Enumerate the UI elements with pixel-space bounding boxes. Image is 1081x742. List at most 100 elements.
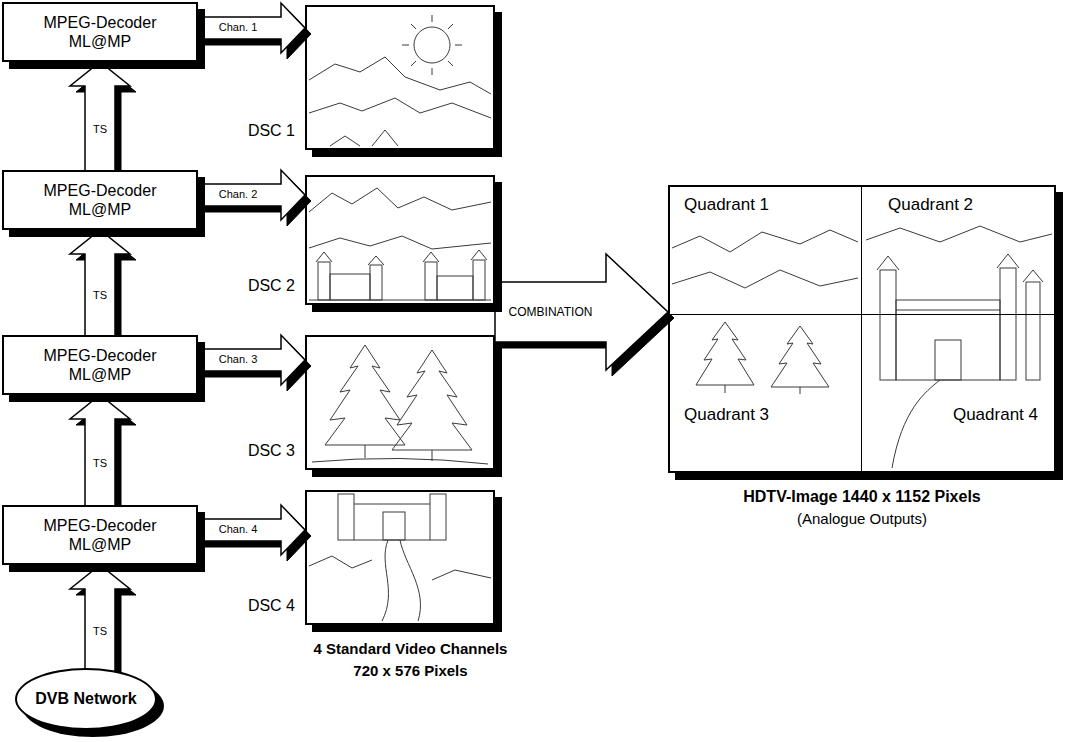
block-arrow <box>70 230 136 344</box>
quadrant: Quadrant 3 <box>670 315 862 471</box>
video-frame: DSC 3 <box>305 335 495 470</box>
sketch-stroke <box>309 57 491 94</box>
sketch-stroke <box>309 98 491 118</box>
sketch-stroke <box>383 512 405 540</box>
sketch-stroke <box>437 276 473 300</box>
decoder-label: MPEG-Decoder ML@MP <box>35 516 165 554</box>
sketch-stroke <box>425 262 437 300</box>
decoder-box: MPEG-Decoder ML@MP <box>2 170 198 230</box>
block-arrow <box>195 335 311 391</box>
frame-caption: HDTV-Image 1440 x 1152 Pixels <box>670 485 1054 508</box>
sketch-stroke <box>370 265 382 300</box>
sketch-stroke <box>318 262 330 300</box>
quadrant: Quadrant 4 <box>862 315 1054 471</box>
arrow-label: Chan. 1 <box>217 21 260 34</box>
block-arrow <box>70 395 136 514</box>
sketch-stroke <box>392 350 472 450</box>
arrow-label: TS <box>91 457 109 470</box>
sketch-stroke <box>330 274 370 300</box>
sketch-stroke <box>877 256 899 270</box>
arrow-label: Chan. 4 <box>217 523 260 536</box>
sketch-stroke <box>309 236 491 249</box>
sketch-stroke <box>896 310 1000 311</box>
arrow-body <box>70 230 130 338</box>
quadrant: Quadrant 2 <box>862 187 1054 315</box>
video-frame: DSC 2 <box>305 175 495 305</box>
video-frame: DSC 1 <box>305 5 495 150</box>
sketch-stroke <box>896 300 1000 380</box>
sketch-stroke <box>471 250 487 260</box>
caption-block: HDTV-Image 1440 x 1152 Pixels(Analogue O… <box>670 485 1054 530</box>
sketch-stroke <box>312 458 488 464</box>
sketch-stroke <box>382 540 420 621</box>
quadrant: Quadrant 1 <box>670 187 862 315</box>
sketch-stroke <box>935 340 961 380</box>
sketch-stroke <box>997 254 1019 268</box>
arrow-body <box>70 565 130 674</box>
decoder-box: MPEG-Decoder ML@MP <box>2 335 198 395</box>
sketch-stroke <box>414 27 450 63</box>
network-ellipse: DVB Network <box>15 668 157 730</box>
sketch-stroke <box>892 380 940 468</box>
arrow-label: COMBINATION <box>507 305 595 319</box>
arrow-label: TS <box>91 123 109 136</box>
decoder-box: MPEG-Decoder ML@MP <box>2 505 198 565</box>
sketch-stroke <box>800 387 801 394</box>
sketch-stroke <box>1023 270 1043 282</box>
block-arrow <box>195 170 311 226</box>
sketch-stroke <box>866 226 1052 242</box>
castle-landscape-sketch <box>309 188 491 300</box>
sketch-stroke <box>325 345 405 445</box>
frame-label: DSC 2 <box>248 276 295 295</box>
sketch-stroke <box>330 136 360 146</box>
quadrant-label: Quadrant 1 <box>684 195 769 215</box>
sketch-stroke <box>354 504 430 540</box>
sketch-stroke <box>365 445 366 458</box>
sketch-stroke <box>672 230 858 252</box>
block-arrow <box>195 3 311 59</box>
castle-gate-sketch <box>309 494 491 621</box>
arrow-body <box>195 505 305 555</box>
sketch-stroke <box>372 130 398 146</box>
sketch-stroke <box>338 494 354 540</box>
sketch-stroke <box>771 326 829 387</box>
quadrant-label: Quadrant 4 <box>953 405 1038 425</box>
pine-trees-sketch <box>312 345 488 464</box>
block-arrow <box>70 565 136 680</box>
decoder-box: MPEG-Decoder ML@MP <box>2 2 198 62</box>
arrow-label: Chan. 2 <box>217 188 260 201</box>
caption-label: 4 Standard Video Channels 720 x 576 Pixe… <box>308 638 513 682</box>
video-frame: DSC 4 <box>305 490 495 625</box>
arrow-body <box>195 335 305 385</box>
frame-caption: (Analogue Outputs) <box>670 508 1054 530</box>
sketch-stroke <box>316 252 332 262</box>
sketch-stroke <box>1000 268 1016 380</box>
arrow-label: Chan. 3 <box>217 353 260 366</box>
block-arrow <box>495 254 674 376</box>
arrow-label: TS <box>91 625 109 638</box>
arrow-label: TS <box>91 289 109 302</box>
arrow-body <box>495 254 668 370</box>
sun-landscape-sketch <box>309 15 491 146</box>
sketch-stroke <box>309 556 372 568</box>
arrow-body <box>195 170 305 220</box>
arrow-body <box>70 395 130 508</box>
quadrant-label: Quadrant 3 <box>684 405 769 425</box>
sketch-stroke <box>1026 282 1040 380</box>
quadrant-label: Quadrant 2 <box>888 195 973 215</box>
block-arrow <box>70 62 136 179</box>
arrow-body <box>195 3 305 53</box>
sketch-stroke <box>402 15 462 75</box>
frame-label: DSC 3 <box>248 441 295 460</box>
sketch-stroke <box>725 385 726 393</box>
arrow-body <box>70 62 130 173</box>
hdtv-frame: HDTV-Image 1440 x 1152 Pixels(Analogue O… <box>668 185 1056 473</box>
sketch-stroke <box>423 252 439 262</box>
frame-label: DSC 1 <box>248 121 295 140</box>
decoder-label: MPEG-Decoder ML@MP <box>35 181 165 219</box>
block-arrow <box>195 505 311 561</box>
frame-label: DSC 4 <box>248 596 295 615</box>
sketch-stroke <box>368 256 384 265</box>
sketch-stroke <box>696 322 754 385</box>
